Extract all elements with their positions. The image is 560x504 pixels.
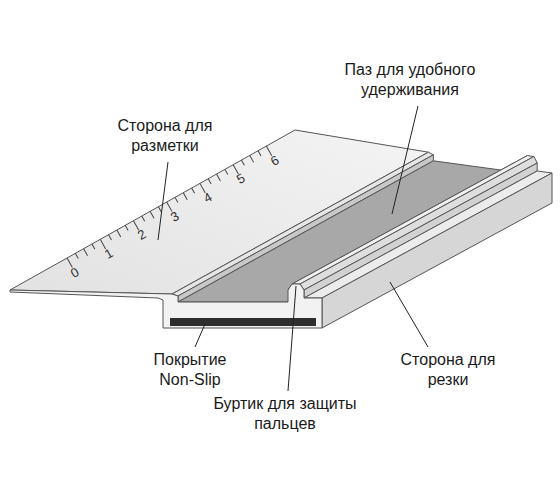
part-label: Сторона для разметки [105,116,225,156]
scale-ticks [67,146,272,267]
leader-line [392,106,418,214]
right-top-surface [304,171,552,298]
ruler-profile [10,284,322,328]
leader-line [390,282,428,347]
part-label: Паз для удобного удерживания [330,60,490,100]
leader-line [288,286,296,391]
leader-line [195,324,205,347]
part-label: Сторона для резки [388,350,508,390]
non-slip-strip [170,318,316,326]
part-label: Буртик для защиты пальцев [195,394,375,434]
cutting-side-face [322,173,552,328]
part-label: Покрытие Non-Slip [140,350,240,390]
leader-line [158,162,168,240]
